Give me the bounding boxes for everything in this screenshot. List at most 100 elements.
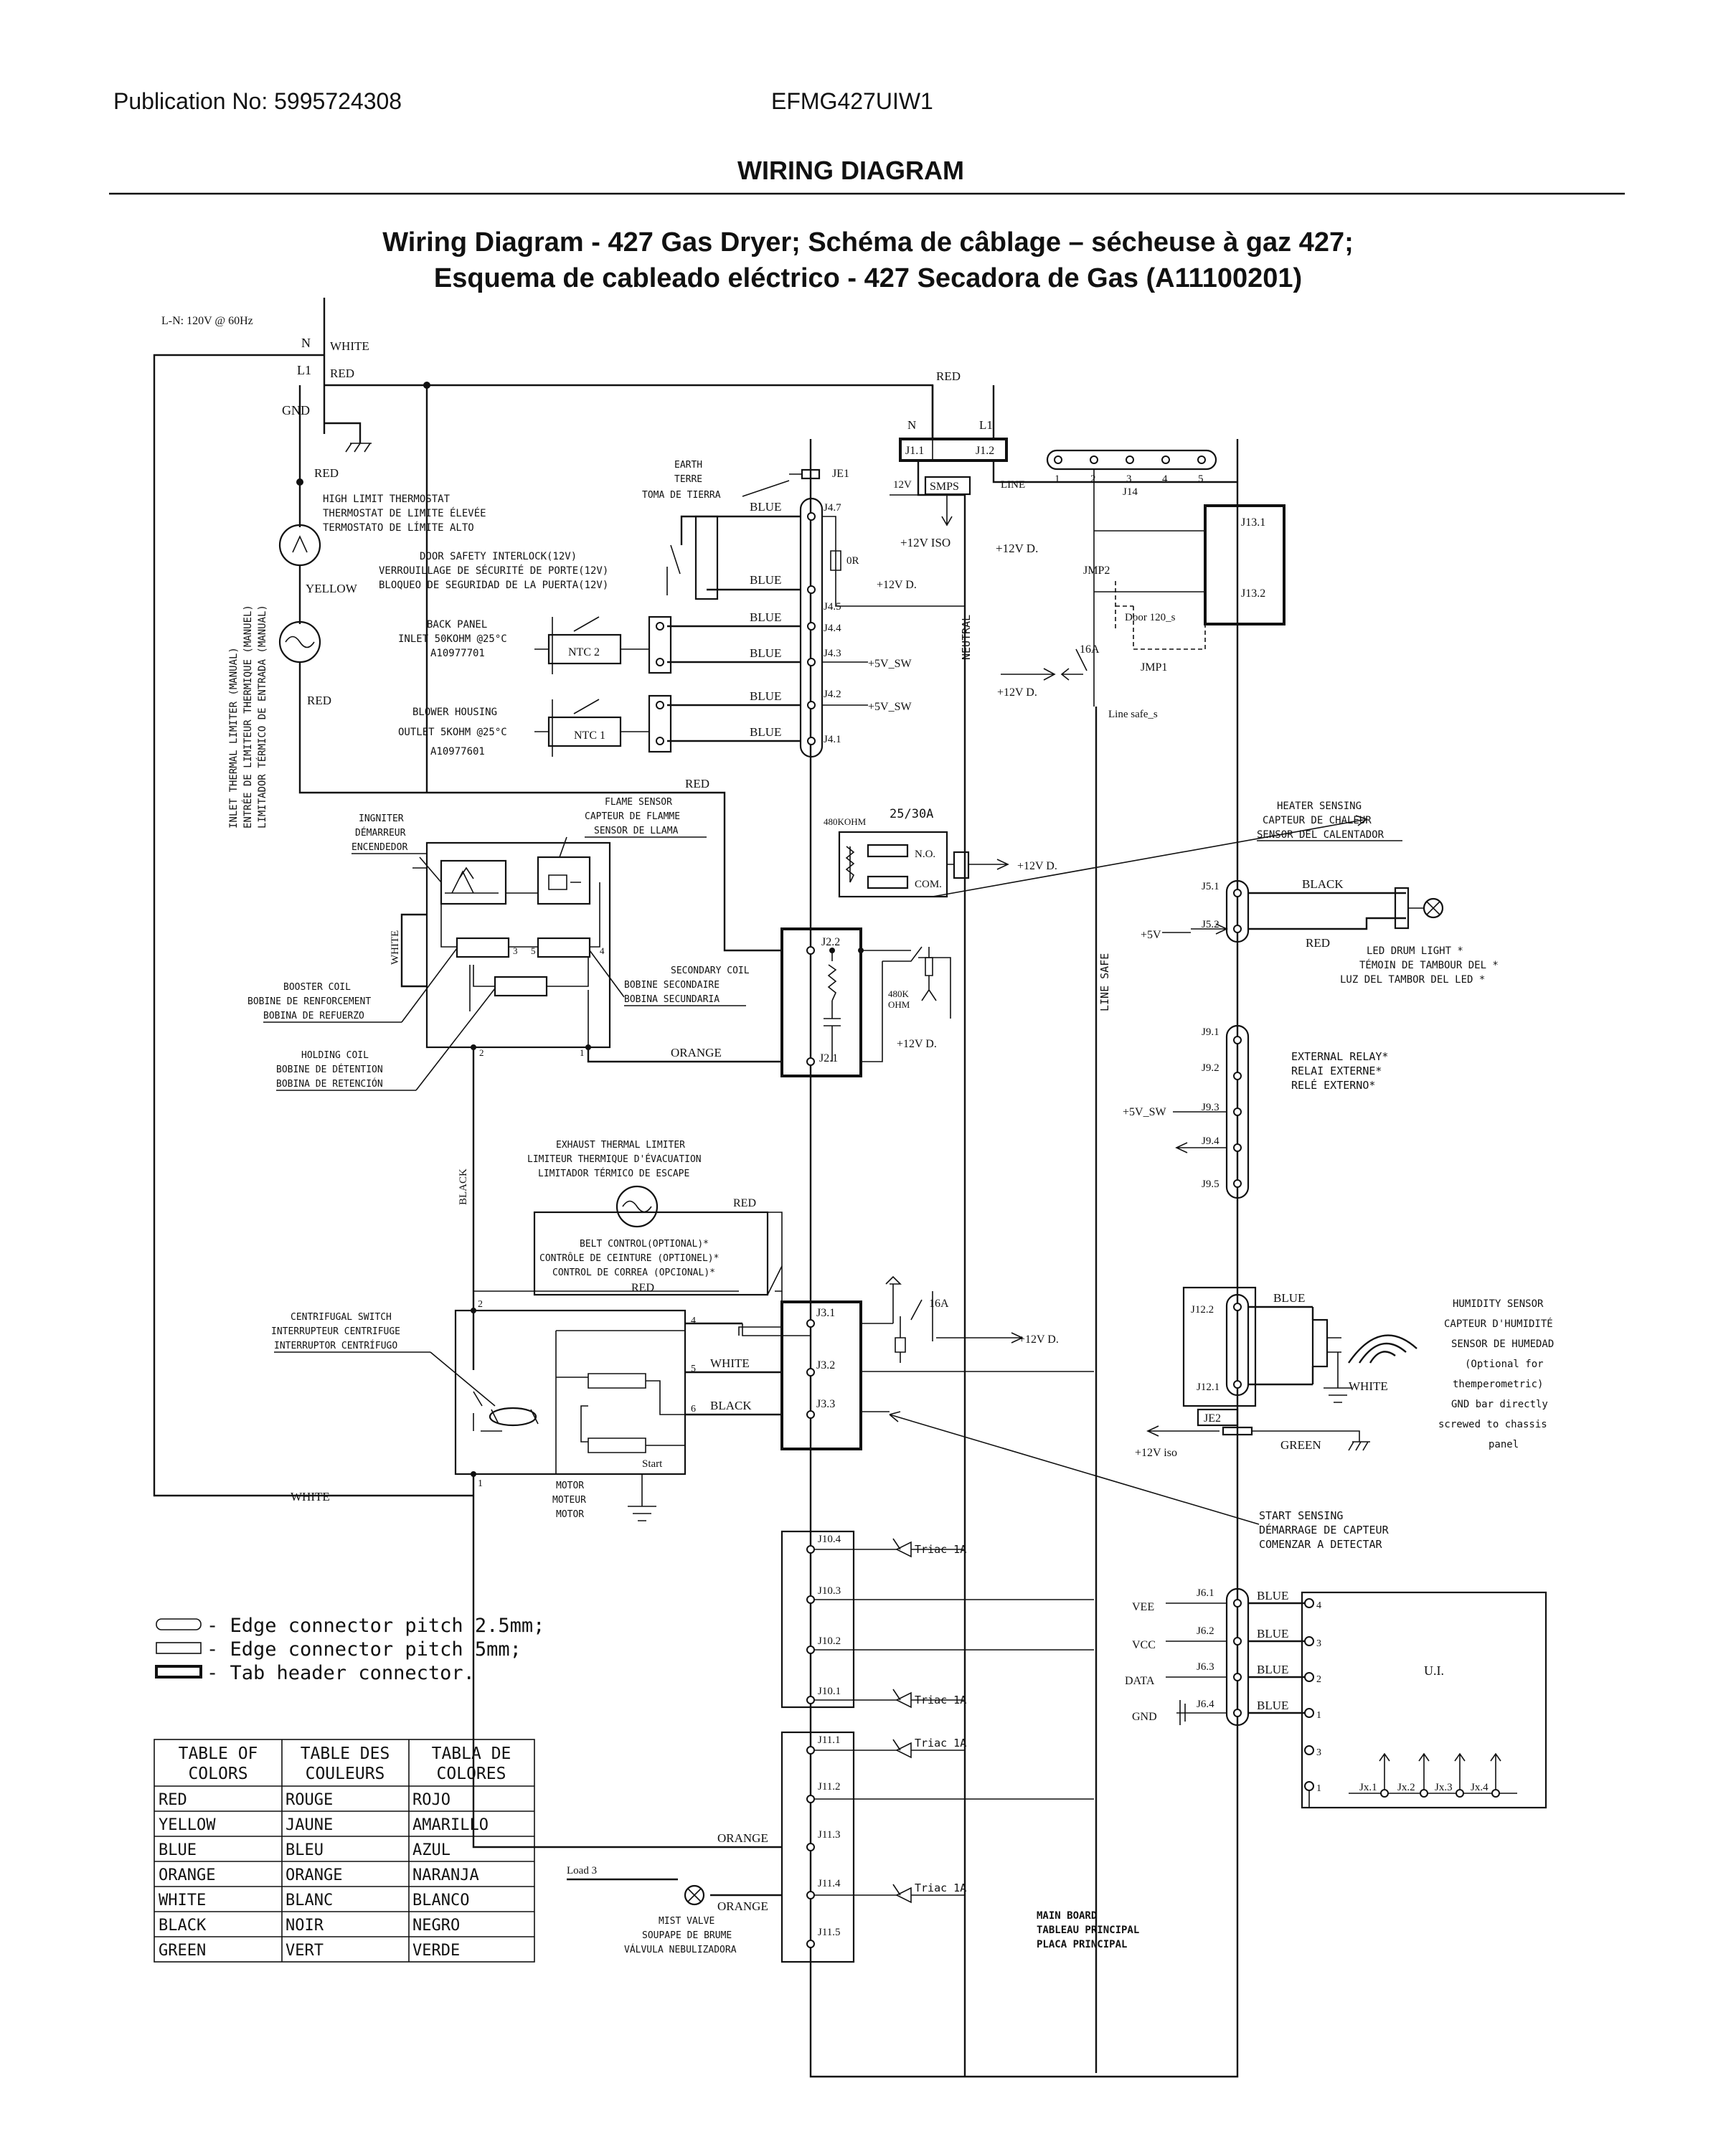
svg-text:J10.1: J10.1	[818, 1686, 841, 1697]
svg-text:SENSOR DE HUMEDAD: SENSOR DE HUMEDAD	[1451, 1339, 1554, 1350]
red-flame-label: RED	[685, 777, 709, 790]
j9-5v-label: +5V_SW	[1123, 1106, 1166, 1118]
j11-pin-labels: J11.1 J11.2 J11.3 J11.4 J11.5	[818, 1734, 841, 1938]
belt-switch	[738, 1265, 783, 1336]
svg-text:TABLEAU PRINCIPAL: TABLEAU PRINCIPAL	[1037, 1925, 1139, 1936]
motor-relay-12v: +12V D.	[1019, 1333, 1059, 1346]
motor-relay-symbol	[910, 1291, 1024, 1344]
humidity-connector	[1311, 1318, 1329, 1368]
svg-text:CAPTEUR DE FLAMME: CAPTEUR DE FLAMME	[585, 811, 680, 822]
relay16a-drive	[1001, 668, 1056, 681]
humidity-sensor-icon	[1348, 1334, 1417, 1364]
relay-2530-drive	[947, 859, 1009, 870]
j10-pin-labels: J10.4 J10.3 J10.2 J10.1	[818, 1534, 841, 1697]
motor-relay-16a: 16A	[929, 1298, 949, 1310]
svg-text:BLACK: BLACK	[159, 1917, 207, 1935]
j12-connector-box	[1182, 1286, 1257, 1407]
j9-pin-labels: J9.1 J9.2 J9.3 J9.4 J9.5	[1202, 1026, 1220, 1190]
svg-text:1: 1	[1316, 1710, 1321, 1721]
svg-text:VÁLVULA NEBULIZADORA: VÁLVULA NEBULIZADORA	[624, 1944, 737, 1955]
com-label: COM.	[915, 879, 942, 890]
j2-capacitor	[824, 1001, 841, 1062]
load3-label: Load 3	[567, 1865, 597, 1876]
svg-text:DÉMARRAGE DE CAPTEUR: DÉMARRAGE DE CAPTEUR	[1259, 1523, 1390, 1536]
svg-text:RED: RED	[159, 1791, 187, 1809]
ntc1-pin-2	[656, 737, 664, 745]
led-connector	[1394, 887, 1410, 930]
color-table-headers: TABLE OF COLORS TABLE DES COULEURS TABLA…	[179, 1745, 511, 1783]
no-contact	[867, 844, 909, 858]
svg-text:EARTH: EARTH	[674, 460, 702, 471]
or-resistor	[822, 516, 965, 607]
j4-3-label: J4.3	[824, 648, 841, 659]
svg-text:Triac 1A: Triac 1A	[915, 1694, 966, 1706]
ui-blue-labels: BLUE BLUE BLUE BLUE	[1257, 1589, 1288, 1712]
exhaust-symbol	[622, 1200, 652, 1213]
svg-text:DOOR SAFETY INTERLOCK(12V): DOOR SAFETY INTERLOCK(12V)	[420, 551, 577, 562]
orange-load-wire	[472, 1474, 782, 1849]
svg-text:RELÉ EXTERNO*: RELÉ EXTERNO*	[1291, 1078, 1375, 1092]
svg-text:4: 4	[1162, 473, 1168, 485]
earth-label: EARTH TERRE TOMA DE TIERRA	[642, 460, 721, 501]
svg-text:MOTOR: MOTOR	[556, 1481, 584, 1491]
belt-control-box	[533, 1211, 769, 1296]
white-wire-label: WHITE	[330, 339, 369, 353]
motor-assembly-box	[454, 1309, 687, 1476]
svg-text:DÉMARREUR: DÉMARREUR	[355, 827, 406, 839]
svg-text:NEGRO: NEGRO	[412, 1917, 460, 1935]
holding-leader	[415, 988, 496, 1091]
j5-5v-label: +5V	[1141, 929, 1161, 941]
svg-text:TABLA DE: TABLA DE	[432, 1745, 511, 1763]
je2-connector	[1197, 1408, 1239, 1427]
exhaust-wiring	[534, 1212, 783, 1292]
svg-text:(Optional for: (Optional for	[1465, 1359, 1544, 1370]
model-number: EFMG427UIW1	[771, 88, 933, 114]
j4-pins	[807, 512, 816, 745]
svg-text:5: 5	[691, 1364, 696, 1374]
j14-routing	[1093, 469, 1205, 631]
igniter-element	[445, 867, 499, 894]
com-contact	[867, 875, 909, 889]
j1-2-label: J1.2	[976, 445, 994, 457]
red-limit-junction	[296, 478, 303, 486]
svg-text:Triac 1A: Triac 1A	[915, 1543, 966, 1556]
ui-signal-labels: VEE VCC DATA GND	[1125, 1601, 1157, 1723]
svg-text:J9.5: J9.5	[1202, 1179, 1220, 1190]
igniter-label: INGNITER DÉMARREUR ENCENDEDOR	[352, 813, 407, 853]
door120-label: Door 120_s	[1125, 612, 1176, 623]
relay16a-12v: +12V D.	[997, 686, 1037, 699]
ntc1-pin-1	[656, 701, 664, 709]
svg-text:THERMOSTAT DE LIMITE ÉLEVÉE: THERMOSTAT DE LIMITE ÉLEVÉE	[323, 507, 486, 519]
svg-text:AZUL: AZUL	[412, 1841, 450, 1859]
smps-out	[890, 494, 953, 527]
green-wire-label: GREEN	[1280, 1438, 1321, 1452]
svg-text:BOBINE DE RENFORCEMENT: BOBINE DE RENFORCEMENT	[247, 996, 371, 1007]
svg-text:EXHAUST THERMAL LIMITER: EXHAUST THERMAL LIMITER	[556, 1140, 685, 1151]
svg-text:TERMOSTATO DE LÍMITE ALTO: TERMOSTATO DE LÍMITE ALTO	[323, 521, 474, 534]
board-l1-label: L1	[979, 418, 993, 432]
svg-text:2: 2	[1090, 473, 1096, 485]
svg-text:J6.4: J6.4	[1197, 1699, 1214, 1710]
svg-text:2: 2	[1316, 1674, 1321, 1685]
svg-text:J9.2: J9.2	[1202, 1062, 1220, 1074]
ntc1-label: NTC 1	[574, 730, 605, 742]
svg-text:BLEU: BLEU	[286, 1841, 324, 1859]
n-terminal-label: N	[301, 336, 311, 350]
svg-text:ENTRÉE DE LIMITEUR THERMIQUE (: ENTRÉE DE LIMITEUR THERMIQUE (MANUEL)	[242, 605, 254, 828]
svg-text:VERDE: VERDE	[412, 1942, 460, 1960]
ntc1-symbol	[534, 699, 649, 757]
start-sensing-label: START SENSING DÉMARRAGE DE CAPTEUR COMEN…	[1259, 1509, 1390, 1551]
svg-text:Jx.1: Jx.1	[1359, 1782, 1377, 1793]
svg-text:EXTERNAL RELAY*: EXTERNAL RELAY*	[1291, 1050, 1388, 1063]
j5-2-label: J5.2	[1202, 919, 1220, 930]
svg-text:1: 1	[1055, 473, 1060, 485]
relay-2530-label: 25/30A	[890, 807, 933, 821]
led-wires	[1248, 892, 1406, 930]
svg-text:3: 3	[1316, 1747, 1321, 1758]
j3-3-pin	[806, 1410, 815, 1419]
heater-sensing-label: HEATER SENSING CAPTEUR DE CHALEUR SENSOR…	[1257, 801, 1384, 841]
svg-text:TABLE DES: TABLE DES	[301, 1745, 390, 1763]
svg-text:DATA: DATA	[1125, 1675, 1155, 1687]
chassis-ground-icon	[345, 443, 372, 453]
ui-label: U.I.	[1424, 1663, 1444, 1678]
